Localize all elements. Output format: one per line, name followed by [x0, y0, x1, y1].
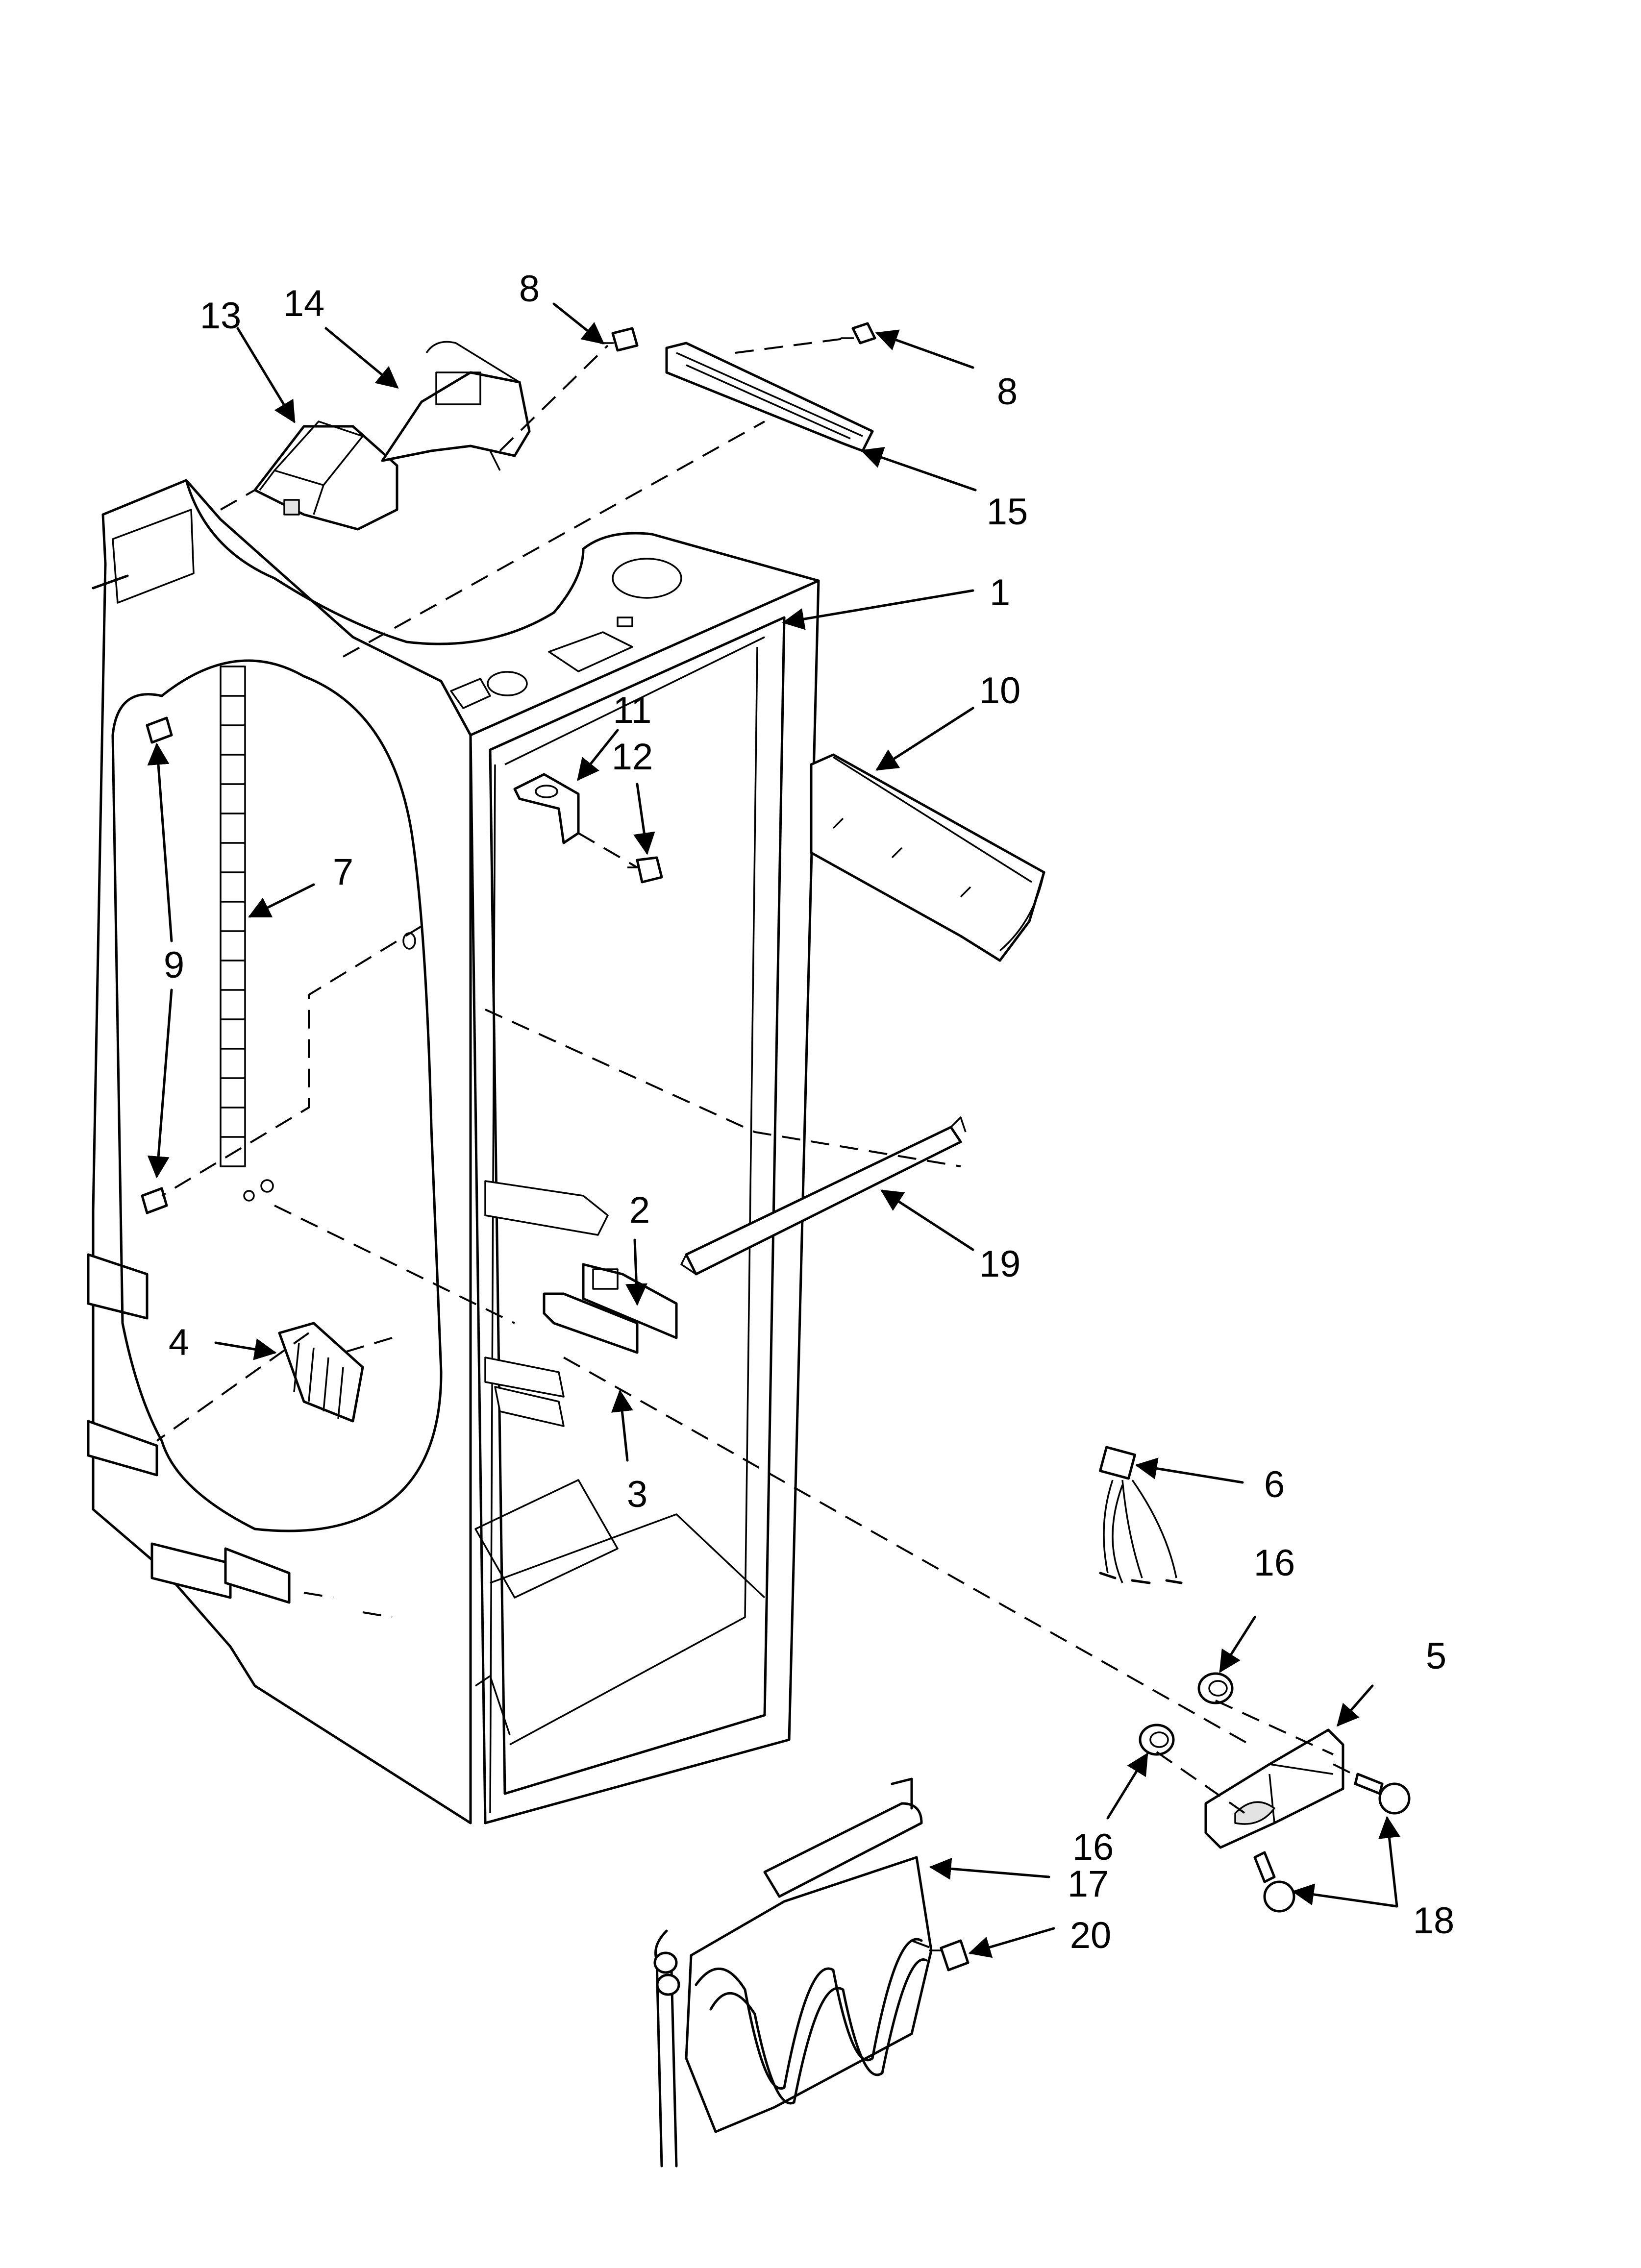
leader-20: [968, 1927, 1055, 1958]
callout-9: 9: [163, 944, 185, 986]
leader-4: [214, 1338, 277, 1360]
callout-18: 18: [1413, 1900, 1455, 1942]
callout-13: 13: [199, 295, 242, 337]
control-housing-part-13: [253, 420, 398, 531]
leader-16b: [1106, 1752, 1148, 1820]
callout-12: 12: [611, 736, 653, 778]
vent-grille-part-4: [278, 1322, 364, 1423]
bracket-part-3: [543, 1292, 639, 1354]
screw-part-9b: [141, 1187, 168, 1214]
leader-18b: [1292, 1883, 1398, 1908]
callout-17: 17: [1067, 1863, 1109, 1905]
leader-9a: [147, 742, 173, 942]
screw-part-8a: [600, 327, 639, 352]
screw-part-20: [929, 1939, 970, 1972]
callout-10: 10: [979, 670, 1021, 712]
leader-13: [236, 327, 296, 423]
leader-1: [782, 589, 974, 630]
leader-16a: [1219, 1616, 1256, 1673]
top-rail-part-15: [665, 342, 874, 452]
grommet-part-16a: [1197, 1672, 1234, 1704]
leader-3: [611, 1389, 633, 1462]
grommet-part-16b: [1139, 1724, 1175, 1756]
bracket-part-14: [381, 341, 531, 471]
evaporator-coil-part-17: [653, 1777, 933, 2168]
leader-19: [880, 1189, 974, 1251]
callout-8-top-right: 8: [996, 371, 1018, 413]
leader-7: [248, 883, 315, 918]
callout-19: 19: [979, 1243, 1021, 1285]
wire-harness-part-6: [1099, 1446, 1183, 1584]
screw-part-8b: [841, 322, 876, 345]
bracket-part-11: [513, 773, 580, 844]
leader-8a: [552, 302, 605, 345]
leader-18a: [1378, 1816, 1400, 1908]
callout-14: 14: [283, 283, 325, 324]
leader-2: [625, 1238, 647, 1306]
screw-part-9a: [146, 716, 173, 744]
callout-7: 7: [332, 851, 354, 893]
callout-2: 2: [629, 1189, 650, 1231]
callout-3: 3: [626, 1474, 648, 1515]
callout-8-top-left: 8: [519, 268, 540, 310]
callout-16-lower: 16: [1072, 1826, 1114, 1868]
screw-part-12: [627, 856, 663, 884]
callout-11: 11: [613, 690, 652, 731]
callout-15: 15: [986, 491, 1028, 533]
callout-16-upper: 16: [1253, 1542, 1295, 1584]
assembly-lines: [156, 337, 1353, 1949]
leader-9b: [147, 988, 173, 1179]
leader-12: [633, 783, 655, 855]
crossbar-part-19: [680, 1116, 967, 1276]
housing-part-5: [1204, 1728, 1344, 1849]
leader-5: [1337, 1684, 1374, 1727]
leader-10: [875, 707, 974, 771]
callout-20: 20: [1069, 1915, 1112, 1956]
callout-6: 6: [1264, 1464, 1285, 1505]
leader-14: [324, 327, 399, 389]
leader-11: [577, 729, 619, 781]
pin-part-18b: [1253, 1851, 1295, 1913]
trough-part-10: [810, 753, 1045, 962]
leader-6: [1135, 1457, 1244, 1484]
leader-arrows: [147, 302, 1400, 1958]
cabinet-liner-part: [87, 479, 820, 1824]
leader-17: [929, 1857, 1050, 1880]
callout-1: 1: [989, 572, 1011, 614]
leader-8b: [875, 329, 974, 369]
pin-part-18a: [1354, 1773, 1411, 1815]
callout-5: 5: [1425, 1635, 1447, 1677]
callout-4: 4: [168, 1322, 190, 1363]
leader-15: [860, 447, 977, 492]
